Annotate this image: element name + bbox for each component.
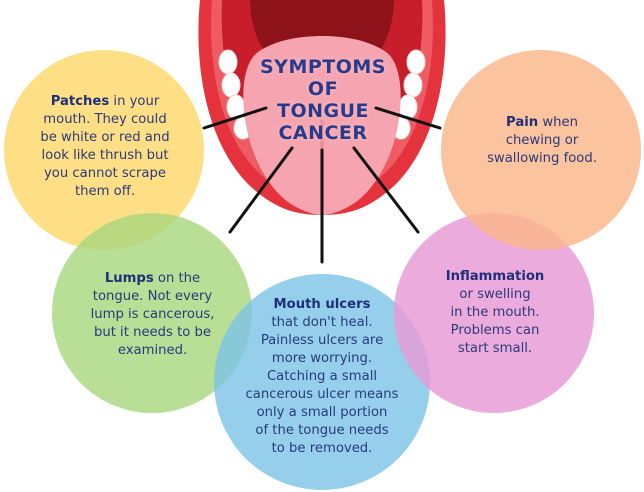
- patches-heading: Patches: [50, 94, 110, 109]
- pain-circle: [441, 50, 641, 250]
- pain-heading: Pain: [506, 115, 539, 130]
- mouth-ulcers-heading: Mouth ulcers: [273, 297, 371, 312]
- diagram-title: SYMPTOMS OF TONGUE CANCER: [248, 56, 398, 144]
- lumps-text: Lumps on the tongue. Not every lump is c…: [90, 271, 215, 358]
- title-line-1: SYMPTOMS: [260, 56, 386, 78]
- inflammation-circle: [394, 213, 594, 413]
- inflammation-text: Inflammation or swelling in the mouth. P…: [445, 269, 545, 356]
- line-to-lumps: [228, 146, 294, 234]
- patches-text: Patches in your mouth. They could be whi…: [40, 94, 170, 199]
- patches-circle: [4, 50, 204, 250]
- inflammation-heading: Inflammation: [445, 269, 545, 284]
- teeth-right-icon: [391, 49, 426, 140]
- lumps-circle: [52, 213, 252, 413]
- connector-lines: [202, 106, 442, 264]
- mouth-ulcers-text: Mouth ulcers that don't heal. Painless u…: [245, 297, 399, 456]
- line-to-patches: [202, 106, 268, 130]
- title-line-2: OF: [307, 78, 339, 100]
- pain-text: Pain when chewing or swallowing food.: [487, 115, 597, 166]
- lumps-heading: Lumps: [104, 271, 154, 286]
- mouth-illustration: [198, 0, 446, 215]
- line-to-inflammation: [352, 146, 420, 234]
- mouth-ulcers-circle: [214, 274, 430, 490]
- title-line-4: CANCER: [278, 122, 368, 144]
- title-line-3: TONGUE: [276, 100, 370, 122]
- line-to-pain: [374, 106, 442, 130]
